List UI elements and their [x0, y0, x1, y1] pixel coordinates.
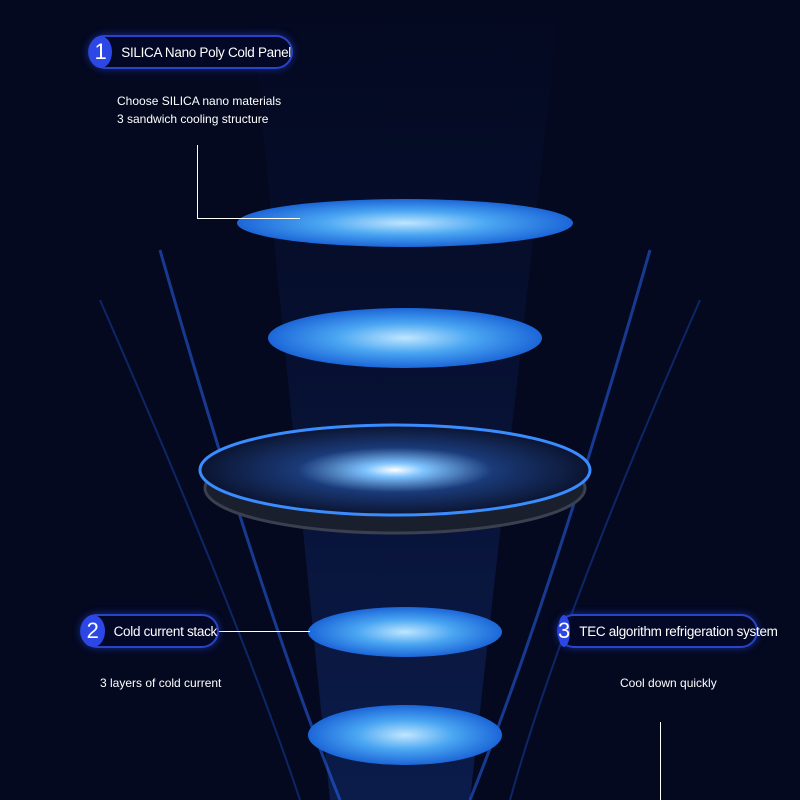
feature-title-2: Cold current stack [113, 623, 218, 639]
connector-line-1b [197, 218, 300, 219]
feature-number-1: 1 [89, 36, 113, 68]
description-line: Cool down quickly [620, 676, 717, 690]
connector-line-3 [660, 722, 661, 800]
feature-description-3: Cool down quickly [620, 674, 717, 692]
connector-line-2 [218, 631, 310, 632]
cold-panel-disc-2 [268, 308, 542, 368]
description-line: 3 layers of cold current [100, 676, 222, 690]
description-line: Choose SILICA nano materials [117, 94, 282, 108]
feature-description-2: 3 layers of cold current [100, 674, 221, 692]
cold-panel-disc-1 [237, 199, 573, 247]
feature-number-2: 2 [81, 615, 105, 647]
feature-title-3: TEC algorithm refrigeration system [579, 623, 778, 639]
tec-device-top [198, 423, 592, 517]
feature-badge-3: 3 TEC algorithm refrigeration system [557, 614, 778, 648]
feature-badge-1: 1 SILICA Nano Poly Cold Panel [88, 35, 293, 69]
cold-stack-disc-1 [308, 607, 502, 657]
cold-stack-disc-2 [308, 705, 502, 765]
connector-line-1 [197, 145, 198, 219]
feature-description-1: Choose SILICA nano materials 3 sandwich … [117, 92, 281, 128]
description-line: 3 sandwich cooling structure [117, 112, 269, 126]
feature-badge-2: 2 Cold current stack [80, 614, 219, 648]
feature-number-3: 3 [558, 615, 571, 647]
feature-title-1: SILICA Nano Poly Cold Panel [121, 44, 291, 60]
light-beams [99, 0, 701, 800]
